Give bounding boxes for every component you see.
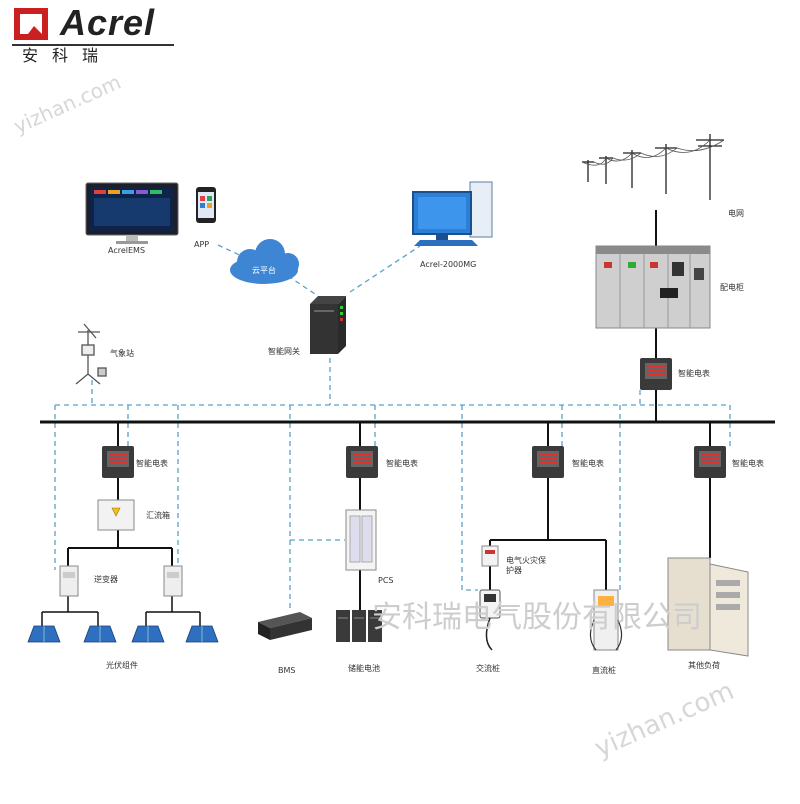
label-meter-pv: 智能电表	[136, 459, 168, 468]
brand-name: Acrel	[60, 2, 156, 43]
pv-panels-icon	[27, 625, 219, 643]
meter-charging-icon	[532, 446, 564, 478]
label-meter-main: 智能电表	[678, 369, 710, 378]
link-ac-charger	[461, 405, 478, 591]
label-gateway: 智能网关	[268, 347, 300, 356]
label-meter-charging: 智能电表	[572, 459, 604, 468]
brand-subtitle: 安科瑞	[22, 46, 113, 65]
label-other-load: 其他负荷	[688, 661, 720, 670]
distribution-cabinet-icon	[595, 245, 711, 329]
comm-links	[54, 244, 731, 610]
label-distribution-cabinet: 配电柜	[720, 283, 744, 292]
label-acrel-ems: AcrelEMS	[108, 246, 146, 255]
label-inverter: 逆变器	[94, 575, 118, 584]
acrel-ems-monitor	[85, 182, 179, 244]
label-meter-other: 智能电表	[732, 459, 764, 468]
weather-station-icon	[75, 323, 107, 385]
label-cloud: 云平台	[252, 266, 276, 275]
app-phone	[196, 187, 216, 223]
cloud-platform-icon	[230, 239, 299, 284]
label-ac-charger: 交流桩	[476, 664, 500, 673]
label-pv-module: 光伏组件	[106, 661, 138, 670]
label-pcs: PCS	[378, 576, 394, 585]
protector-device-icon	[481, 545, 499, 567]
grid-towers-icon	[581, 134, 725, 200]
other-load-cabinet-icon	[667, 557, 749, 657]
pcs-cabinet-icon	[345, 509, 377, 571]
battery-rack-icon	[336, 610, 382, 642]
label-battery: 储能电池	[348, 664, 380, 673]
meter-other-icon	[694, 446, 726, 478]
label-combiner-box: 汇流箱	[146, 511, 170, 520]
label-meteo-station: 气象站	[110, 349, 134, 358]
meter-main-icon	[640, 358, 672, 390]
bms-device-icon	[258, 612, 312, 640]
watermark-company: 安科瑞电气股份有限公司	[372, 600, 702, 635]
inverter-right-icon	[163, 565, 183, 597]
meter-storage-icon	[346, 446, 378, 478]
label-app: APP	[194, 240, 210, 249]
label-grid: 电网	[728, 209, 744, 218]
label-meter-storage: 智能电表	[386, 459, 418, 468]
combiner-box-icon	[97, 499, 135, 531]
meter-pv-icon	[102, 446, 134, 478]
dc-charger-icon	[589, 589, 623, 651]
label-ac-protector: 电气火灾保护器	[506, 556, 546, 575]
smart-gateway-icon	[310, 296, 346, 354]
inverter-left-icon	[59, 565, 79, 597]
label-acrel-2000mg: Acrel-2000MG	[420, 260, 477, 269]
acrel-2000mg-computer	[412, 181, 493, 246]
label-dc-charger: 直流桩	[592, 666, 616, 675]
link-gateway-acrel2000	[349, 245, 421, 293]
acrel-logo	[12, 8, 174, 46]
ac-charger-icon	[479, 589, 501, 651]
link-cloud-gateway	[287, 275, 319, 297]
label-bms: BMS	[278, 666, 296, 675]
